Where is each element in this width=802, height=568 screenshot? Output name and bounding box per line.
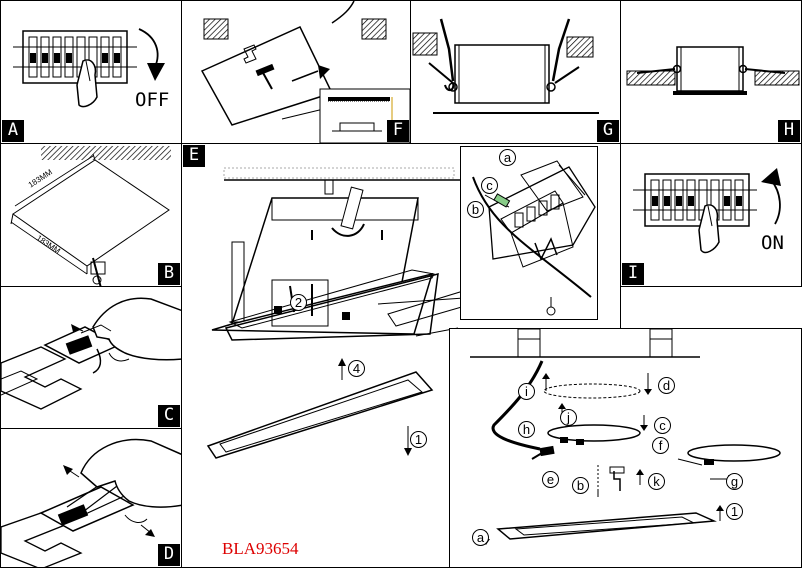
step-letter-e: E: [183, 145, 205, 167]
exploded-label-k: k: [648, 473, 665, 490]
exploded-label-b: b: [572, 477, 589, 494]
callout-2: 2: [290, 294, 307, 311]
exploded-label-e: e: [542, 471, 559, 488]
product-code: BLA93654: [222, 539, 299, 558]
step-letter-c: C: [158, 405, 180, 427]
hand-icon: [92, 297, 181, 361]
hand-icon: [698, 204, 720, 254]
step-d-panel: D: [0, 428, 182, 568]
step-letter-h: H: [778, 120, 800, 142]
step-letter-d: D: [158, 544, 180, 566]
hand-icon: [80, 438, 181, 508]
circuit-breaker-icon: [633, 173, 757, 227]
hand-icon: [76, 59, 98, 108]
step-c-panel: C: [0, 286, 182, 429]
clips-open-illustration: [412, 18, 599, 114]
clips-closed-illustration: [626, 46, 800, 95]
on-caption: ON: [761, 232, 784, 254]
step-letter-g: G: [597, 120, 619, 142]
exploded-view-panel: i d j c h f e b k g 1 a: [449, 328, 802, 568]
step-i-panel: ON I: [620, 143, 802, 287]
step-a-panel: OFF A: [0, 0, 182, 144]
step-letter-a: A: [2, 120, 24, 142]
wiring-detail-illustration: [472, 160, 596, 316]
connect-wires-illustration: [1, 297, 181, 410]
callout-1: 1: [410, 431, 427, 448]
step-f-panel: F: [181, 0, 411, 144]
ceiling-cut-illustration: [200, 1, 410, 143]
step-letter-b: B: [158, 263, 180, 285]
up-arrow-icon: [770, 179, 781, 225]
installation-overview-illustration: [206, 167, 473, 459]
cutout-dimension-illustration: [10, 146, 171, 286]
exploded-label-c: c: [654, 417, 671, 434]
exploded-label-h: h: [518, 421, 535, 438]
breaker-on-illustration: [633, 168, 781, 254]
exploded-label-j: j: [560, 409, 577, 426]
exploded-label-g: g: [726, 473, 743, 490]
callout-4: 4: [348, 360, 365, 377]
disconnect-wires-illustration: [1, 438, 181, 567]
exploded-label-1: 1: [726, 503, 743, 520]
detail-label-c: c: [481, 177, 498, 194]
breaker-off-illustration: [13, 28, 165, 108]
step-letter-i: I: [622, 263, 644, 285]
down-arrow-icon: [138, 28, 159, 68]
exploded-label-f: f: [652, 437, 669, 454]
step-g-panel: G: [410, 0, 621, 144]
detail-label-b: b: [467, 201, 484, 218]
exploded-label-d: d: [658, 377, 675, 394]
off-caption: OFF: [135, 89, 170, 111]
exploded-label-a: a: [472, 529, 489, 546]
step-b-panel: 183MM 183MM B: [0, 143, 182, 287]
detail-label-a: a: [499, 149, 516, 166]
exploded-label-i: i: [518, 383, 535, 400]
exploded-assembly-illustration: [470, 329, 781, 545]
detail-3-panel: a b c: [460, 146, 598, 320]
step-h-panel: H: [620, 0, 802, 144]
ceiling-hatch-icon: [203, 18, 229, 40]
step-letter-f: F: [387, 120, 409, 142]
circuit-breaker-icon: [13, 30, 137, 84]
